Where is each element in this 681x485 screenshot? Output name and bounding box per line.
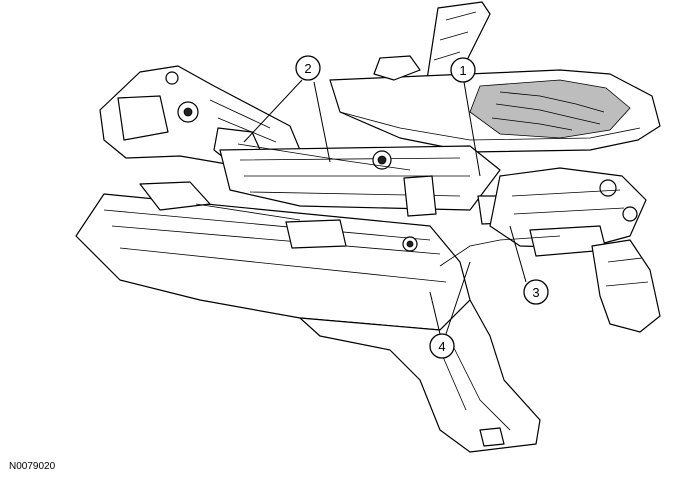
callout-label: 4 [438,339,445,354]
callout-label: 1 [459,63,466,78]
callout-1: 1 [450,57,476,83]
right-mechanism [489,167,647,257]
leader-lines [243,79,527,335]
floor-riser [299,299,541,453]
callout-2: 2 [295,55,321,81]
leader-callout-1 [463,81,481,177]
leader-callout-2b [313,81,331,163]
leader-callout-4b [445,261,471,335]
seat-cushion-frame [329,55,661,153]
right-pedestal [591,239,661,333]
figure-id: N0079020 [9,461,56,472]
center-frame [219,145,527,225]
callout-label: 3 [532,285,539,300]
callout-4: 4 [429,333,455,359]
callout-label: 2 [304,61,311,76]
upper-post [425,1,491,87]
leader-callout-2a [243,79,303,143]
callout-3: 3 [523,279,549,305]
cable-rods [195,143,561,267]
leader-callout-3 [509,225,527,283]
leader-callout-4a [429,291,441,335]
lower-track-rail [75,181,471,331]
